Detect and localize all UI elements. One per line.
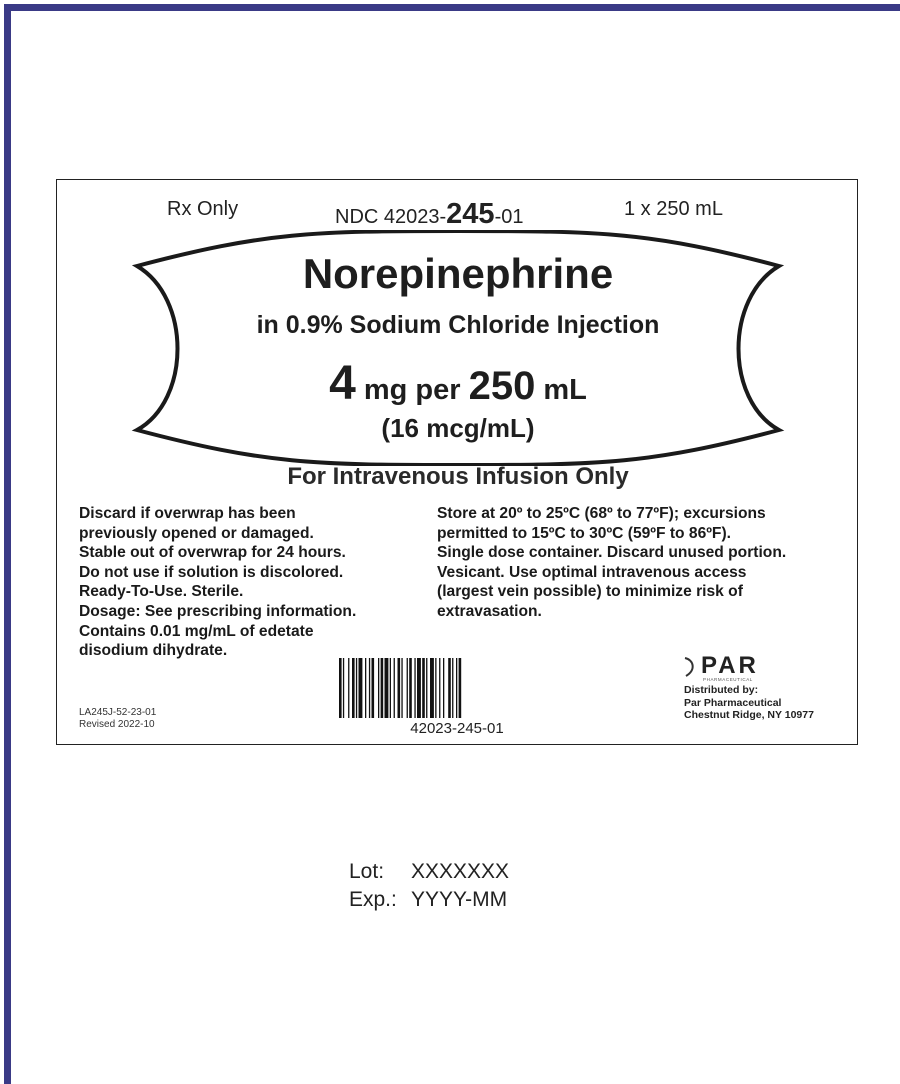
barcode-bar [371,658,375,718]
left-line: Contains 0.01 mg/mL of edetate [79,622,314,640]
rx-only-text: Rx Only [167,198,239,220]
barcode-bar [348,658,350,718]
barcode-bar [417,658,421,718]
exp-value: YYYY-MM [411,888,508,911]
barcode-bar [439,658,441,718]
left-line: Do not use if solution is discolored. [79,563,344,581]
strength-volume: 250 [468,364,536,408]
swoosh-icon [684,657,694,677]
lot-value: XXXXXXX [411,860,510,883]
barcode-bar [384,658,389,718]
exp-label: Exp.: [349,888,397,911]
distributor-info: Distributed by: Par Pharmaceutical Chest… [684,684,814,722]
right-line: Store at 20º to 25ºC (68º to 77ºF); excu… [437,505,766,522]
barcode-bar [409,658,412,718]
distributor-line: Par Pharmaceutical [684,696,782,709]
barcode-bar [430,658,434,718]
strength-mid: mg per [355,374,469,406]
barcode-bar [452,658,454,718]
left-line: Ready-To-Use. Sterile. [79,583,244,601]
container-quantity: 1 x 250 mL [624,198,723,220]
left-line: previously opened or damaged. [79,524,314,542]
ndc-prefix: NDC 42023- [335,206,447,228]
right-line: permitted to 15ºC to 30ºC (59ºF to 86ºF)… [437,524,731,542]
barcode-bar [458,658,462,718]
barcode-bar [443,658,445,718]
route-text: For Intravenous Infusion Only [287,463,629,490]
revision-info: LA245J-52-23-01 Revised 2022-10 [79,707,156,731]
ndc-product-code: 245 [446,198,495,230]
barcode-number: 42023-245-01 [410,720,504,737]
logo-tagline: PHARMACEUTICAL [703,677,753,682]
exp-row: Exp.: YYYY-MM [349,886,509,914]
lot-label: Lot: [349,860,385,883]
label-code: LA245J-52-23-01 [79,707,157,718]
barcode-bar [380,658,384,718]
logo-wordmark: PAR [701,652,759,679]
barcode-bar [406,658,408,718]
barcode-bar [378,658,380,718]
barcode-bar [397,658,401,718]
right-line: extravasation. [437,602,542,620]
right-line: Single dose container. Discard unused po… [437,544,787,562]
ndc-suffix: -01 [494,206,524,228]
barcode-bar [368,658,371,718]
strength-amount: 4 [329,357,356,410]
right-instructions: Store at 20º to 25ºC (68º to 77ºF); excu… [437,504,857,622]
lot-exp-block: Lot: XXXXXXX Exp.: YYYY-MM [349,858,509,914]
concentration-text: (16 mcg/mL) [381,413,535,443]
distributor-line: Chestnut Ridge, NY 10977 [684,709,814,721]
left-instructions: Discard if overwrap has been previously … [79,504,434,661]
barcode-bar [435,658,437,718]
right-line: (largest vein possible) to minimize risk… [437,583,743,601]
left-line: Stable out of overwrap for 24 hours. [79,544,346,562]
barcode [339,658,462,718]
barcode-bar [389,658,391,718]
distributor-line: Distributed by: [684,684,759,696]
product-label: Rx Only NDC 42023-245-01 1 x 250 mL Nore… [56,179,858,745]
barcode-bar [426,658,428,718]
barcode-bar [365,658,367,718]
barcode-bar [414,658,416,718]
barcode-bar [456,658,458,718]
revised-date: Revised 2022-10 [79,719,155,730]
barcode-bar [342,658,345,718]
lot-row: Lot: XXXXXXX [349,858,509,886]
barcode-bar [422,658,425,718]
barcode-bar [352,658,355,718]
page-border [4,4,900,1084]
barcode-bar [448,658,451,718]
barcode-bar [339,658,342,718]
left-line: Dosage: See prescribing information. [79,602,357,620]
right-line: Vesicant. Use optimal intravenous access [437,563,747,581]
strength-unit: mL [535,374,587,406]
barcode-bar [358,658,363,718]
drug-name: Norepinephrine [302,250,614,297]
diluent-text: in 0.9% Sodium Chloride Injection [256,311,660,339]
barcode-bar [355,658,358,718]
left-line: Discard if overwrap has been [79,505,296,522]
barcode-bar [393,658,395,718]
strength-text: 4 mg per 250 mL [57,356,859,411]
left-line: disodium dihydrate. [79,642,228,660]
banner-outline [131,230,785,466]
ndc-number: NDC 42023-245-01 [335,198,523,231]
barcode-bar [401,658,403,718]
